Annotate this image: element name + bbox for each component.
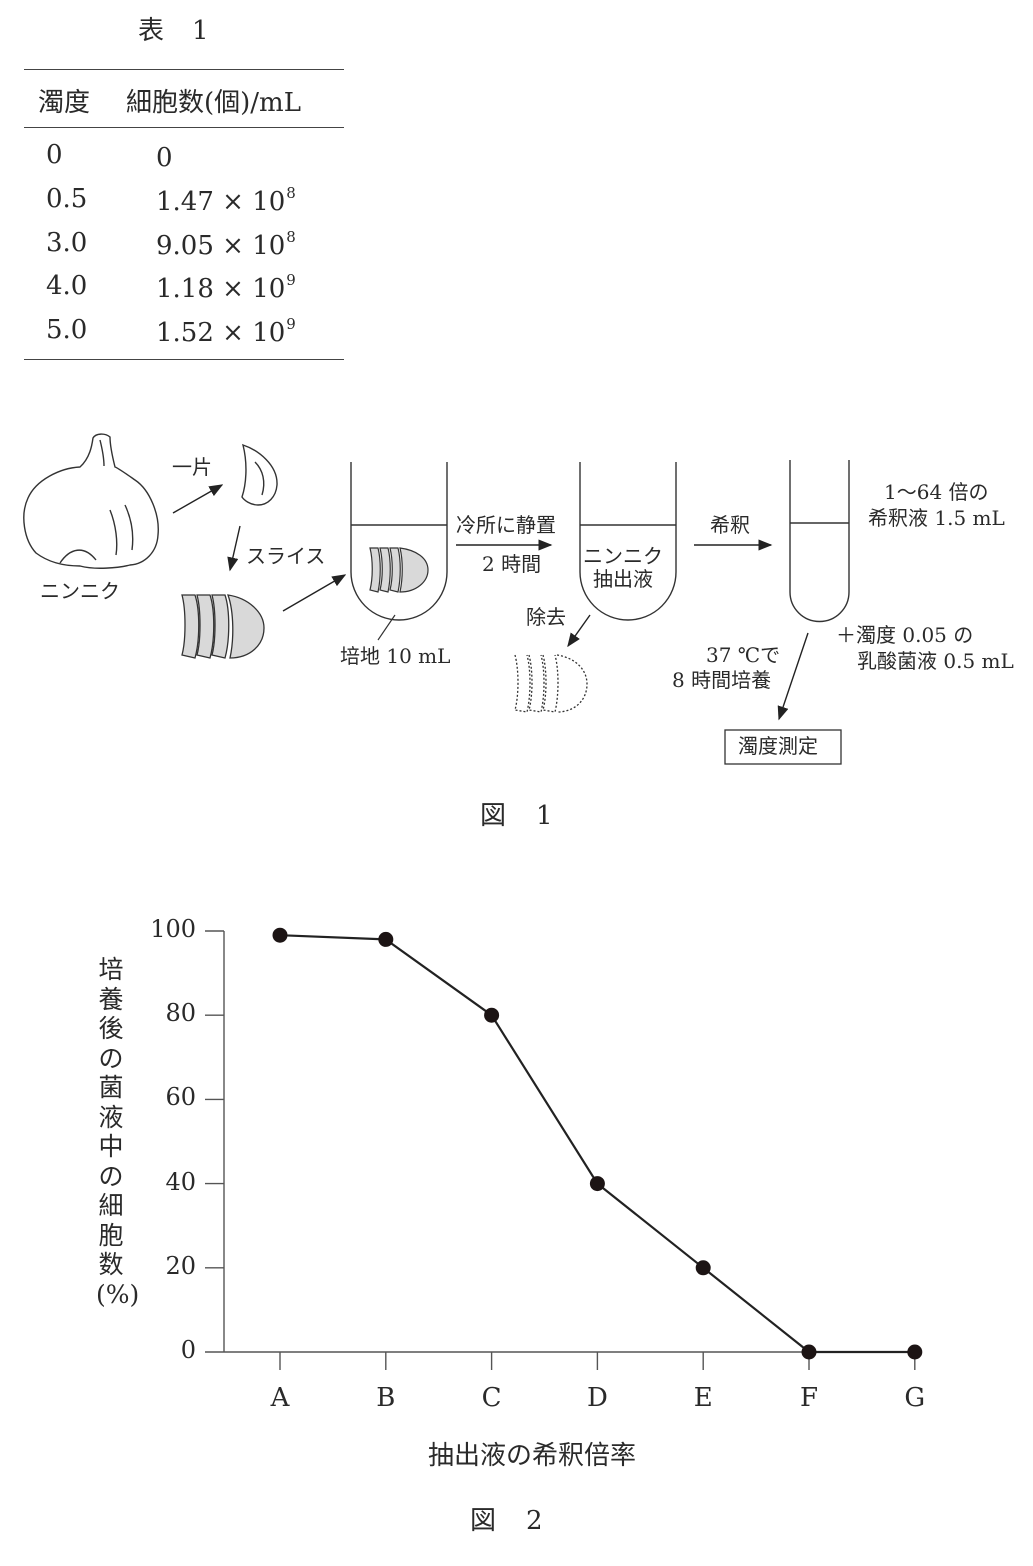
extract-label-line2: 抽出液	[593, 567, 653, 591]
medium-label: 培地 10 mL	[340, 644, 451, 668]
arrow-icon	[172, 484, 224, 514]
data-point-marker	[695, 1260, 711, 1276]
removed-slices-icon	[514, 654, 588, 713]
arrow-icon	[777, 632, 809, 721]
y-tick-label: 0	[180, 1336, 196, 1364]
data-point-marker	[907, 1344, 923, 1360]
turbidity-measure-box	[724, 729, 842, 765]
dilution-label-line1: 1～64 倍の	[884, 480, 989, 504]
cell-count-value: 0	[156, 143, 173, 173]
garlic-bulb-icon	[23, 433, 159, 569]
test-tube-dilution-icon	[789, 460, 850, 623]
incubate-label-line2: 8 時間培養	[672, 668, 772, 692]
series-line	[279, 934, 915, 1354]
x-tick-label: B	[376, 1383, 396, 1413]
cell-count-value: 1.18 × 109	[156, 271, 296, 304]
data-point-marker	[801, 1344, 817, 1360]
slice-label: スライス	[246, 544, 326, 568]
leader-line	[377, 614, 396, 641]
turbidity-value: 0.5	[46, 184, 88, 214]
table-bottom-rule	[24, 359, 344, 360]
garlic-clove-icon	[241, 443, 278, 506]
table-header-rule	[24, 127, 344, 128]
turbidity-value: 4.0	[46, 271, 88, 301]
arrow-icon	[227, 525, 241, 572]
x-tick-label: F	[799, 1383, 819, 1413]
y-tick-label: 80	[165, 999, 196, 1028]
add-bacteria-label-line1: ＋濁度 0.05 の	[836, 623, 974, 647]
test-tube-medium-icon	[350, 462, 448, 621]
x-tick-label: A	[270, 1383, 290, 1413]
extract-label-line1: ニンニク	[583, 544, 663, 568]
garlic-label: ニンニク	[40, 579, 120, 603]
x-axis-label: 抽出液の希釈倍率	[428, 1441, 637, 1471]
data-point-marker	[589, 1176, 605, 1192]
dilution-label-line2: 希釈液 1.5 mL	[868, 506, 1005, 530]
table-header-cell-count: 細胞数(個)/mL	[126, 88, 301, 118]
turbidity-measure-label: 濁度測定	[738, 734, 818, 758]
arrow-icon	[567, 614, 591, 648]
x-tick-label: G	[904, 1383, 926, 1413]
cell-count-value: 9.05 × 108	[156, 228, 296, 261]
x-tick-label: E	[693, 1383, 713, 1413]
two-hours-label: 2 時間	[482, 552, 542, 576]
cell-count-value: 1.52 × 109	[156, 315, 296, 348]
table-top-rule	[24, 69, 344, 70]
garlic-slices-icon	[181, 594, 265, 659]
data-point-marker	[484, 1007, 500, 1023]
test-tube-extract-icon	[579, 462, 677, 621]
garlic-slices-in-tube-icon	[369, 547, 429, 593]
cold-storage-label: 冷所に静置	[456, 513, 556, 537]
data-point-marker	[272, 927, 288, 943]
figure1-diagram	[23, 433, 850, 765]
x-tick-label: D	[586, 1383, 608, 1413]
y-tick-label: 40	[165, 1167, 196, 1196]
add-bacteria-label-line2: 乳酸菌液 0.5 mL	[857, 649, 1014, 673]
table-header-turbidity: 濁度	[38, 88, 91, 118]
y-tick-label: 20	[165, 1251, 196, 1280]
data-point-marker	[378, 931, 394, 947]
turbidity-value: 5.0	[46, 315, 88, 345]
y-tick-label: 60	[165, 1083, 196, 1112]
incubate-label-line1: 37 ℃で	[706, 643, 781, 667]
turbidity-value: 3.0	[46, 228, 88, 258]
y-axis-label: 培養後の菌液中の細胞数(%)	[96, 955, 140, 1309]
turbidity-value: 0	[46, 140, 63, 170]
cell-count-value: 1.47 × 108	[156, 184, 296, 217]
x-tick-label: C	[481, 1383, 502, 1413]
table-caption-number: 1	[192, 16, 209, 46]
one-clove-label: 一片	[172, 455, 212, 479]
arrow-icon	[282, 574, 347, 612]
remove-label: 除去	[526, 605, 566, 629]
table-caption-label: 表	[138, 16, 165, 46]
y-tick-label: 100	[150, 915, 196, 943]
dilute-label: 希釈	[710, 513, 750, 537]
